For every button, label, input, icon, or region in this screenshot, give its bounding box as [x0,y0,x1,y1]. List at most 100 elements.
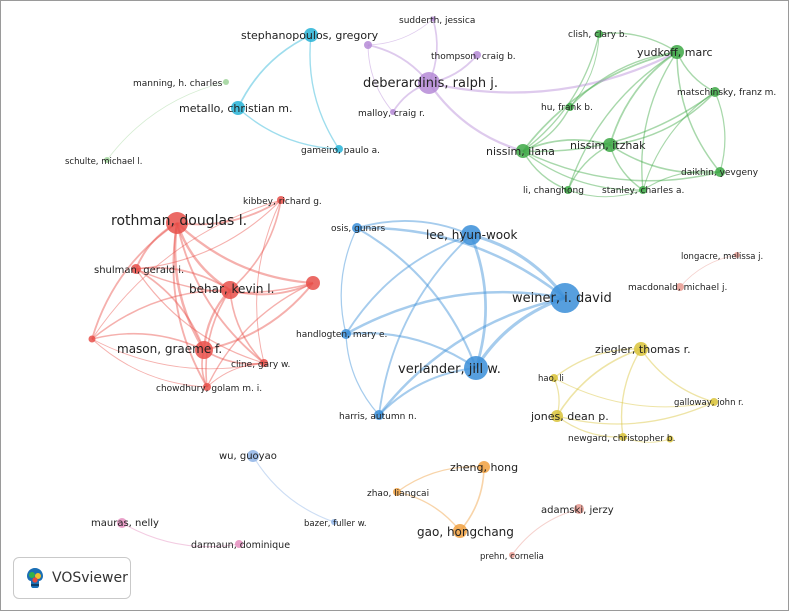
author-node-osis[interactable] [352,223,362,233]
author-label-zheng[interactable]: zheng, hong [450,461,518,474]
author-label-sudderth[interactable]: sudderth, jessica [399,16,475,26]
author-node-manning[interactable] [223,79,229,85]
author-label-clish[interactable]: clish, clary b. [568,30,628,40]
author-node-zhao[interactable] [393,488,401,496]
author-node-ziegler[interactable] [634,342,648,356]
author-label-schulte[interactable]: schulte, michael l. [65,157,142,167]
author-node-yellow_unl[interactable] [666,435,674,443]
author-label-stanley[interactable]: stanley, charles a. [602,186,684,196]
author-node-li[interactable] [564,186,572,194]
author-node-newgard[interactable] [619,433,627,441]
author-label-osis[interactable]: osis, gunars [331,224,385,234]
author-label-newgard[interactable]: newgard, christopher b. [568,434,675,444]
author-label-shulman[interactable]: shulman, gerald i. [94,265,184,276]
author-node-weiner[interactable] [550,283,580,313]
author-node-galloway[interactable] [710,398,718,406]
author-label-longacre[interactable]: longacre, melissa j. [681,252,763,262]
author-node-shulman[interactable] [131,264,141,274]
author-node-rothman[interactable] [166,212,188,234]
author-node-thompson[interactable] [473,51,481,59]
author-label-nissim_ilana[interactable]: nissim, ilana [486,145,555,158]
author-label-adamski[interactable]: adamski, jerzy [541,505,614,516]
author-label-bazer[interactable]: bazer, fuller w. [304,519,367,529]
author-label-matschinsky[interactable]: matschinsky, franz m. [677,88,776,98]
author-node-macdonald[interactable] [676,283,684,291]
author-node-gao[interactable] [453,524,467,538]
author-node-mason[interactable] [195,341,213,359]
author-node-prehn[interactable] [509,552,515,558]
author-node-longacre[interactable] [734,252,740,258]
author-node-verlander[interactable] [464,356,488,380]
author-node-jones[interactable] [551,410,563,422]
author-label-li[interactable]: li, changhong [523,186,584,196]
author-node-adamski[interactable] [574,504,584,514]
author-node-harris[interactable] [374,410,384,420]
author-label-gao[interactable]: gao, hongchang [417,525,514,539]
author-node-purple_unl[interactable] [364,41,372,49]
author-label-deberardinis[interactable]: deberardinis, ralph j. [363,76,498,91]
author-label-kibbey[interactable]: kibbey, richard g. [243,197,322,207]
author-label-harris[interactable]: harris, autumn n. [339,412,417,422]
author-node-schulte[interactable] [104,157,110,163]
author-label-jones[interactable]: jones, dean p. [530,410,609,423]
author-label-behar[interactable]: behar, kevin l. [189,282,274,296]
author-node-hao[interactable] [550,374,558,382]
author-label-daikhin[interactable]: daikhin, yevgeny [681,168,759,178]
author-label-prehn[interactable]: prehn, cornelia [480,552,544,562]
author-label-manning[interactable]: manning, h. charles [133,79,223,89]
author-label-zhao[interactable]: zhao, liangcai [367,489,429,499]
author-label-cline[interactable]: cline, gary w. [231,360,290,370]
author-label-darmaun[interactable]: darmaun, dominique [191,540,290,551]
author-label-thompson[interactable]: thompson, craig b. [431,52,516,62]
author-label-hao[interactable]: hao, li [538,374,564,384]
author-label-hu[interactable]: hu, frank b. [541,103,593,113]
author-node-sudderth[interactable] [430,16,436,22]
author-label-stephanopoulos[interactable]: stephanopoulos, gregory [241,29,379,42]
author-label-nissim_itzhak[interactable]: nissim, itzhak [570,139,646,152]
author-node-stephanopoulos[interactable] [304,28,318,42]
author-label-gameiro[interactable]: gameiro, paulo a. [301,146,380,156]
author-node-daikhin[interactable] [715,167,725,177]
coauthor-link [522,33,600,152]
author-node-red_unl1[interactable] [88,335,96,343]
author-label-galloway[interactable]: galloway, john r. [674,398,744,408]
author-label-ziegler[interactable]: ziegler, thomas r. [595,343,691,356]
author-node-metallo[interactable] [231,101,245,115]
author-label-macdonald[interactable]: macdonald, michael j. [628,283,727,293]
author-label-rothman[interactable]: rothman, douglas l. [111,213,247,229]
author-node-stanley[interactable] [639,186,647,194]
author-label-yudkoff[interactable]: yudkoff, marc [637,46,713,59]
author-node-yudkoff[interactable] [670,45,684,59]
author-node-wu[interactable] [247,450,259,462]
author-node-malloy[interactable] [390,109,396,115]
author-node-matschinsky[interactable] [710,87,720,97]
author-node-kibbey[interactable] [277,196,285,204]
author-node-lee[interactable] [461,225,481,245]
author-label-handlogten[interactable]: handlogten, mary e. [296,330,387,340]
author-node-clish[interactable] [595,30,603,38]
author-label-chowdhury[interactable]: chowdhury, golam m. i. [156,384,262,394]
author-label-mauras[interactable]: mauras, nelly [91,518,159,529]
author-node-handlogten[interactable] [341,329,351,339]
author-node-hu[interactable] [566,103,574,111]
author-node-behar[interactable] [221,281,239,299]
author-label-verlander[interactable]: verlander, jill w. [398,362,501,377]
author-node-bazer[interactable] [331,519,337,525]
author-node-deberardinis[interactable] [418,72,440,94]
author-node-zheng[interactable] [478,461,490,473]
author-node-nissim_itzhak[interactable] [603,138,617,152]
author-node-red_unl2[interactable] [306,276,320,290]
author-label-weiner[interactable]: weiner, i. david [512,291,612,306]
author-node-gameiro[interactable] [335,145,343,153]
author-node-cline[interactable] [260,359,268,367]
author-label-metallo[interactable]: metallo, christian m. [179,102,293,115]
author-label-mason[interactable]: mason, graeme f. [117,342,222,356]
author-node-darmaun[interactable] [235,540,243,548]
author-label-wu[interactable]: wu, guoyao [219,451,277,462]
author-node-nissim_ilana[interactable] [516,144,530,158]
author-label-lee[interactable]: lee, hyun-wook [426,228,517,242]
author-label-malloy[interactable]: malloy, craig r. [358,109,425,119]
author-node-mauras[interactable] [117,518,127,528]
author-node-chowdhury[interactable] [203,383,211,391]
